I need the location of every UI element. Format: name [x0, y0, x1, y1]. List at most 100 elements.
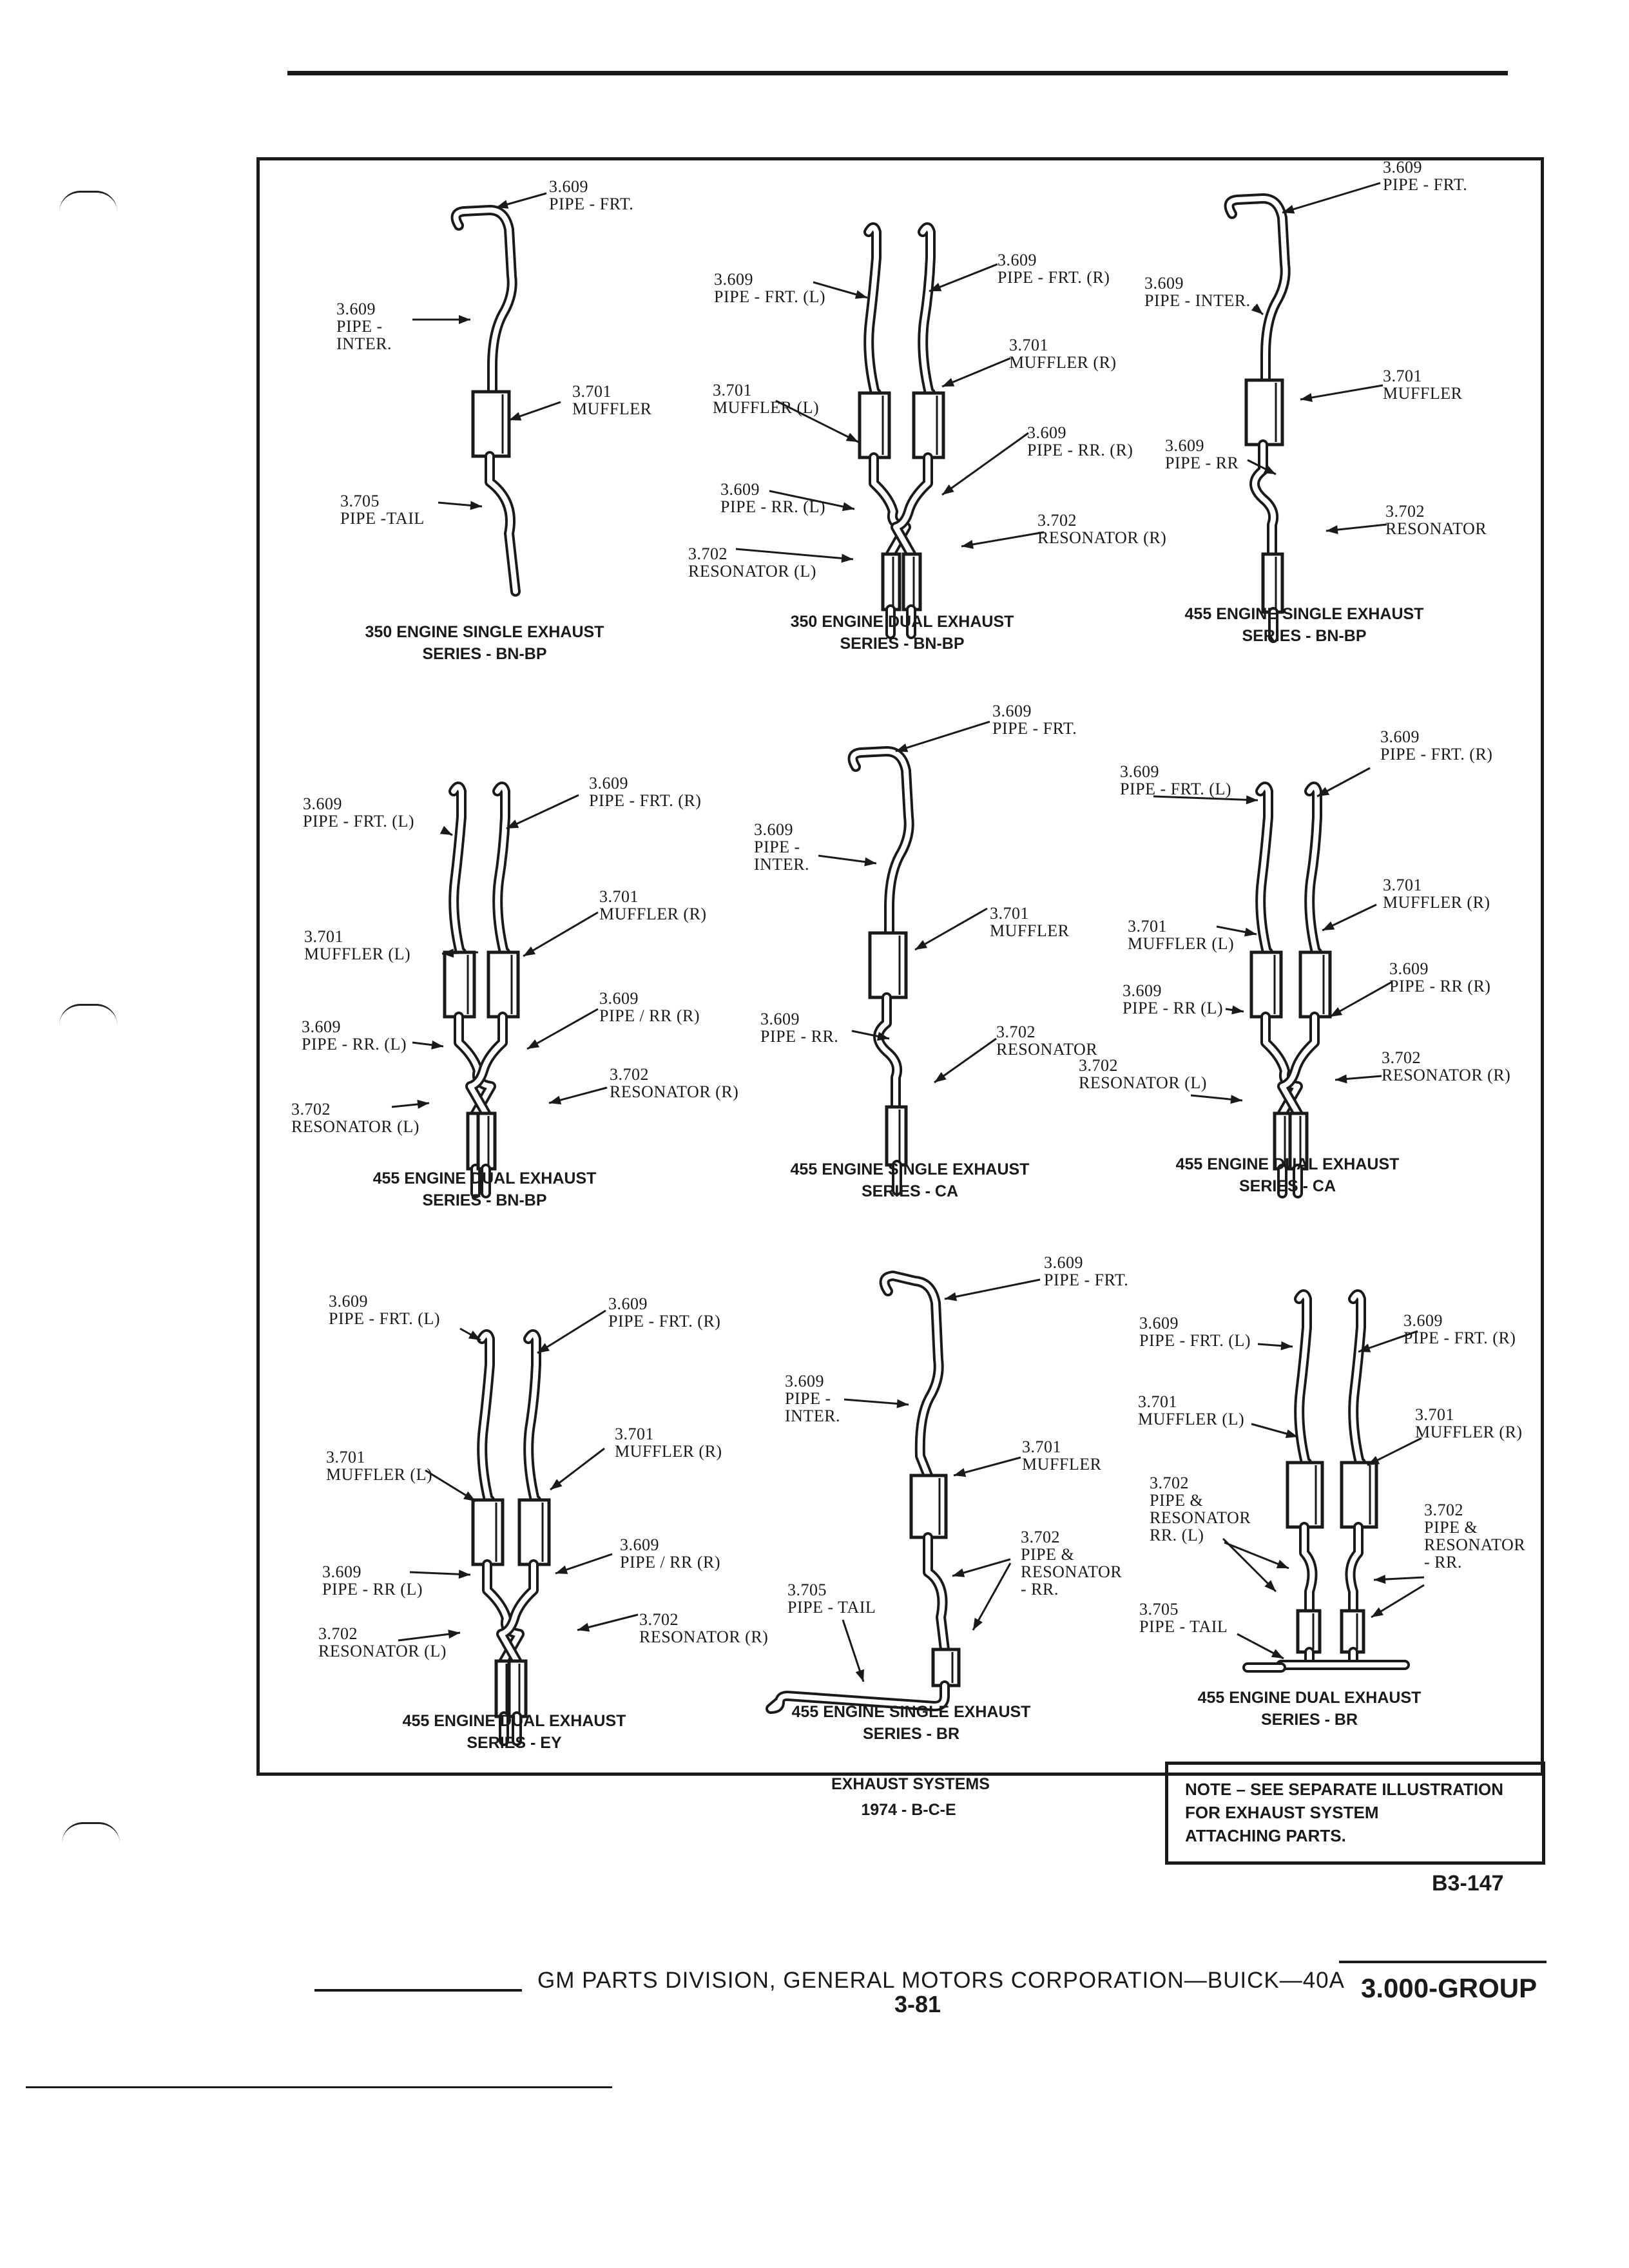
- figure-caption-line2: 1974 - B-C-E: [861, 1801, 956, 1819]
- leader-line: [769, 490, 855, 510]
- diagram-title: 350 ENGINE SINGLE EXHAUST SERIES - BN-BP: [365, 623, 604, 663]
- leader-arrowhead: [961, 540, 974, 549]
- part-label: 3.609 PIPE - FRT.: [1044, 1253, 1129, 1289]
- leader-arrowhead: [448, 1629, 460, 1639]
- part-label: 3.609 PIPE - FRT. (L): [303, 794, 415, 831]
- part-label: 3.609 PIPE - FRT. (R): [589, 774, 702, 810]
- leader-arrowhead: [876, 1032, 889, 1041]
- leader-line: [941, 357, 1011, 388]
- pipe-fill: [499, 1562, 536, 1664]
- part-label: 3.609 PIPE / RR (R): [599, 989, 700, 1025]
- leader-arrowhead: [439, 825, 452, 835]
- part-label: 3.609 PIPE - RR. (R): [1027, 423, 1133, 459]
- leader-arrowhead: [1358, 1343, 1371, 1352]
- part-label: 3.701 MUFFLER: [990, 904, 1070, 940]
- part-label: 3.609 PIPE - RR: [1165, 436, 1239, 472]
- part-label: 3.609 PIPE - RR (L): [1123, 981, 1223, 1017]
- leader-arrowhead: [945, 1292, 958, 1302]
- leader-arrowhead: [470, 501, 482, 510]
- leader-arrowhead: [842, 502, 854, 512]
- part-label: 3.705 PIPE - TAIL: [1139, 1600, 1228, 1636]
- part-label: 3.701 MUFFLER (R): [615, 1425, 722, 1461]
- part-label: 3.609 PIPE - INTER.: [336, 300, 392, 353]
- diagram-title: 455 ENGINE DUAL EXHAUST SERIES - EY: [402, 1712, 626, 1752]
- leader-arrowhead: [1374, 1575, 1386, 1584]
- leader-arrowhead: [577, 1622, 590, 1632]
- leader-arrowhead: [458, 1570, 470, 1579]
- leader-arrowhead: [523, 946, 536, 956]
- pipe-outline: [879, 1271, 944, 1481]
- leader-line: [1300, 384, 1383, 401]
- leader-arrowhead: [527, 1039, 540, 1049]
- part-label: 3.701 MUFFLER (L): [713, 381, 820, 417]
- diagram-title: 455 ENGINE SINGLE EXHAUST SERIES - CA: [790, 1160, 1030, 1200]
- part-label: 3.701 MUFFLER (L): [1138, 1392, 1245, 1428]
- leader-arrowhead: [537, 1343, 550, 1353]
- part-label: 3.609 PIPE - INTER.: [785, 1372, 841, 1425]
- muffler: [868, 931, 908, 999]
- part-label: 3.609 PIPE / RR (R): [620, 1535, 721, 1571]
- leader-arrowhead: [1244, 927, 1257, 937]
- part-label: 3.609 PIPE - RR (R): [1389, 959, 1491, 995]
- pipe-fill: [850, 749, 912, 936]
- muffler: [909, 1474, 948, 1539]
- pipe-fill: [495, 784, 508, 955]
- note-text: NOTE – SEE SEPARATE ILLUSTRATION FOR EXH…: [1185, 1780, 1504, 1845]
- leader-arrowhead: [1285, 1429, 1298, 1438]
- muffler-right: [517, 1498, 551, 1566]
- footer-publisher: GM PARTS DIVISION, GENERAL MOTORS CORPOR…: [537, 1968, 1345, 1993]
- resonator-right: [901, 552, 922, 611]
- leader-line: [523, 911, 599, 957]
- pipe-fill: [1307, 784, 1320, 955]
- leader-arrowhead: [954, 1468, 967, 1477]
- pipe-fill: [453, 207, 515, 394]
- resonator-left: [881, 552, 901, 611]
- pipe-fill: [1226, 196, 1288, 383]
- leader-arrowhead: [915, 939, 928, 950]
- part-label: 3.702 PIPE & RESONATOR - RR.: [1021, 1528, 1123, 1599]
- pipe-fill: [876, 995, 900, 1110]
- leader-arrowhead: [1282, 205, 1295, 214]
- muffler-right: [912, 391, 945, 459]
- binder-hole-mark: [59, 191, 117, 212]
- part-label: 3.609 PIPE - FRT. (R): [998, 251, 1110, 287]
- diagram-title: 455 ENGINE DUAL EXHAUST SERIES - BN-BP: [372, 1169, 597, 1209]
- leader-arrowhead: [1271, 1649, 1284, 1658]
- leader-arrowhead: [496, 200, 509, 209]
- leader-arrowhead: [555, 1565, 568, 1574]
- leader-line: [537, 1309, 606, 1354]
- part-label: 3.609 PIPE - FRT. (R): [608, 1294, 721, 1331]
- pipe-fill: [1347, 1524, 1361, 1613]
- part-label: 3.701 MUFFLER (L): [326, 1448, 433, 1484]
- leader-arrowhead: [1322, 921, 1335, 930]
- pipe-fill: [487, 454, 518, 594]
- leader-line: [775, 399, 859, 443]
- part-label: 3.609 PIPE - INTER.: [754, 820, 810, 874]
- diagram-title: 455 ENGINE SINGLE EXHAUST SERIES - BR: [791, 1703, 1031, 1743]
- part-label: 3.609 PIPE - FRT.: [549, 177, 634, 213]
- part-label: 3.701 MUFFLER (R): [1009, 336, 1117, 372]
- leader-line: [941, 432, 1029, 496]
- muffler-left: [858, 391, 891, 459]
- part-label: 3.701 MUFFLER: [1383, 367, 1463, 403]
- pipe-fill: [1280, 1014, 1317, 1116]
- leader-arrowhead: [468, 1331, 481, 1340]
- leader-arrowhead: [854, 290, 867, 299]
- figure-caption-line1: EXHAUST SYSTEMS: [831, 1775, 990, 1793]
- leader-arrowhead: [973, 1617, 983, 1630]
- part-label: 3.702 RESONATOR (L): [688, 544, 816, 581]
- pipe-and-resonator-left: [1296, 1609, 1322, 1654]
- part-label: 3.701 MUFFLER: [1022, 1437, 1102, 1474]
- part-label: 3.609 PIPE - FRT. (L): [1120, 762, 1232, 798]
- part-label: 3.609 PIPE - FRT. (L): [329, 1292, 441, 1328]
- part-label: 3.701 MUFFLER (L): [1128, 917, 1235, 953]
- footer-rule-left: [314, 1989, 522, 1992]
- leader-arrowhead: [896, 1399, 909, 1408]
- part-label: 3.609 PIPE - RR (L): [322, 1562, 423, 1599]
- muffler-right: [1298, 950, 1332, 1019]
- leader-arrowhead: [845, 432, 858, 442]
- pipe-fill: [451, 784, 464, 955]
- leader-arrowhead: [1317, 787, 1330, 796]
- muffler-left: [1286, 1461, 1324, 1529]
